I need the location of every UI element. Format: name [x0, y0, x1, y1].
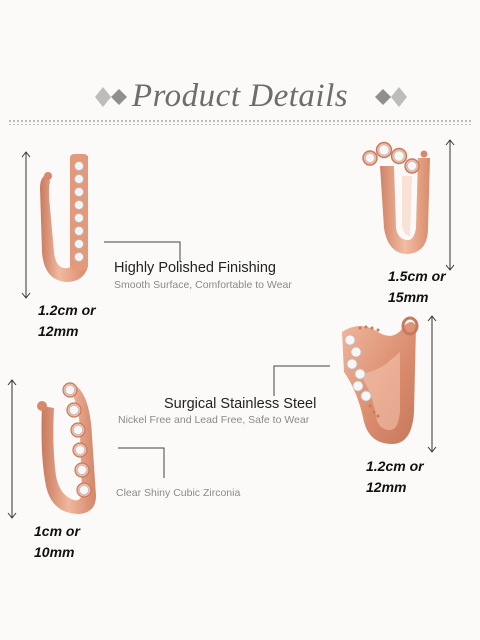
height-arrow-2 — [445, 139, 455, 271]
leader-line-3 — [118, 447, 165, 478]
leader-line-1 — [104, 241, 181, 262]
leader-line-2 — [273, 365, 330, 396]
height-arrow-4 — [7, 379, 17, 519]
nose-ring-bezel-curved-image — [37, 382, 96, 514]
height-arrow-3 — [427, 315, 437, 453]
feature-title-steel: Surgical Stainless Steel — [164, 396, 317, 412]
nose-ring-bezel-image — [362, 141, 430, 254]
dotted-divider — [8, 119, 472, 125]
feature-subtitle-steel: Nickel Free and Lead Free, Safe to Wear — [118, 414, 310, 426]
right-diamond-ornament — [375, 87, 407, 107]
nose-ring-curved-image — [342, 316, 419, 444]
feature-subtitle-polished: Smooth Surface, Comfortable to Wear — [114, 279, 292, 291]
nose-ring-pave-image — [40, 154, 88, 282]
page-title: Product Details — [131, 78, 349, 114]
feature-title-polished: Highly Polished Finishing — [114, 260, 276, 276]
height-arrow-1 — [21, 151, 31, 299]
left-diamond-ornament — [95, 87, 127, 107]
feature-subtitle-zirconia: Clear Shiny Cubic Zirconia — [116, 487, 241, 499]
